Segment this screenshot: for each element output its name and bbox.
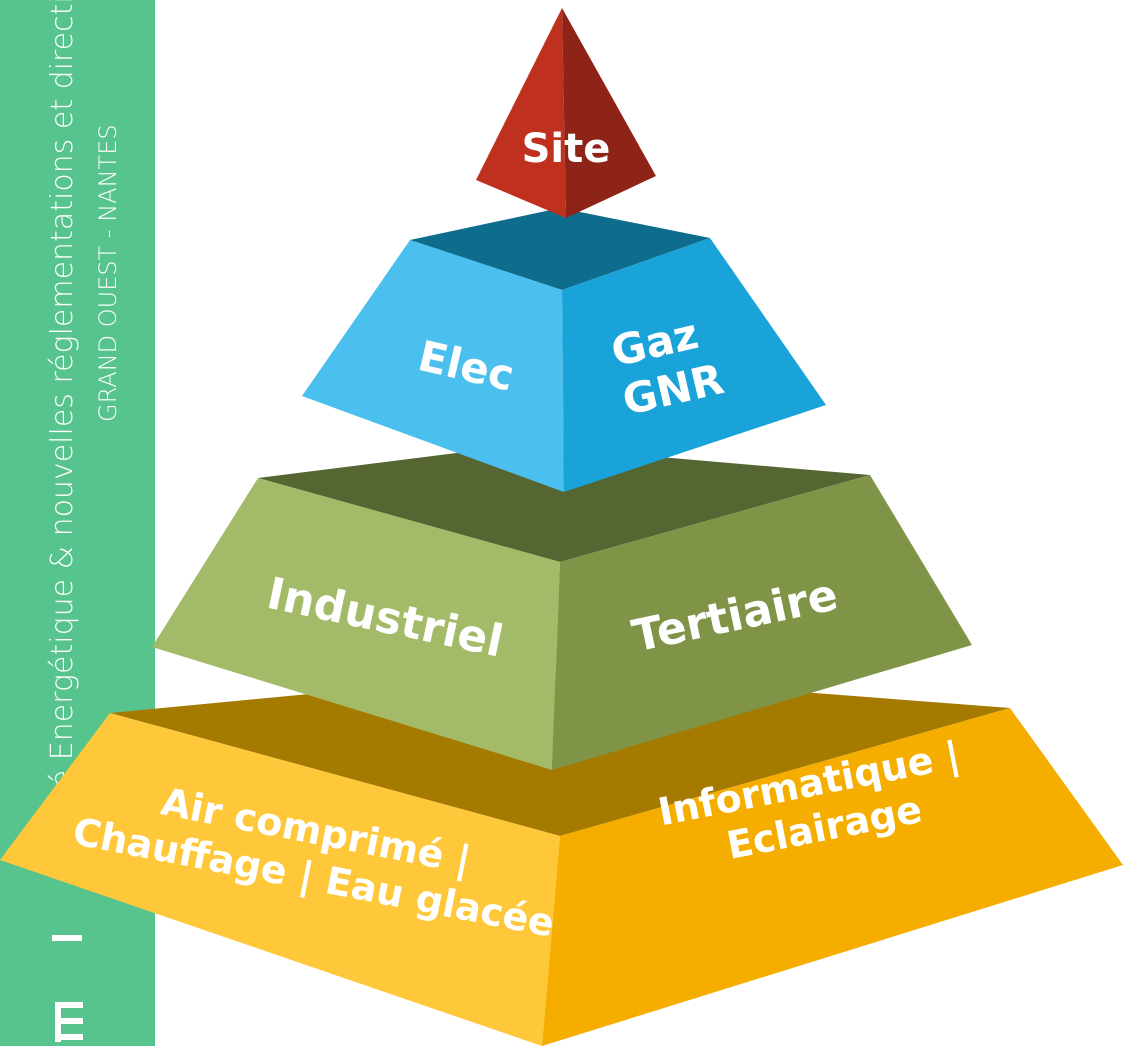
tier-usage: Air comprimé | Chauffage | Eau glacée In… xyxy=(0,672,1123,1046)
tier-sector: Industriel Tertiaire xyxy=(152,445,972,770)
tier-sector-left-face xyxy=(152,478,560,770)
tier-usage-left-face xyxy=(0,713,560,1046)
tier-sector-top-face xyxy=(258,445,870,562)
tier-site-label: Site xyxy=(522,126,611,172)
tier-site: Site xyxy=(476,8,656,218)
tier-usage-right-face xyxy=(542,708,1123,1046)
svg-text:Gaz GNR: Gaz GNR xyxy=(607,306,729,425)
tier-site-right-face xyxy=(562,8,656,218)
tier-energy-left-face xyxy=(302,240,564,492)
sidebar-e-logo-icon xyxy=(55,1002,83,1042)
tier-sector-right-face xyxy=(552,475,972,770)
sidebar-divider xyxy=(52,935,82,941)
tier-energy-right-face xyxy=(562,238,826,492)
tier-site-left-face xyxy=(476,8,566,218)
tier-energy: Elec Gaz GNR xyxy=(302,208,826,492)
tier-energy-top-face xyxy=(410,208,710,290)
